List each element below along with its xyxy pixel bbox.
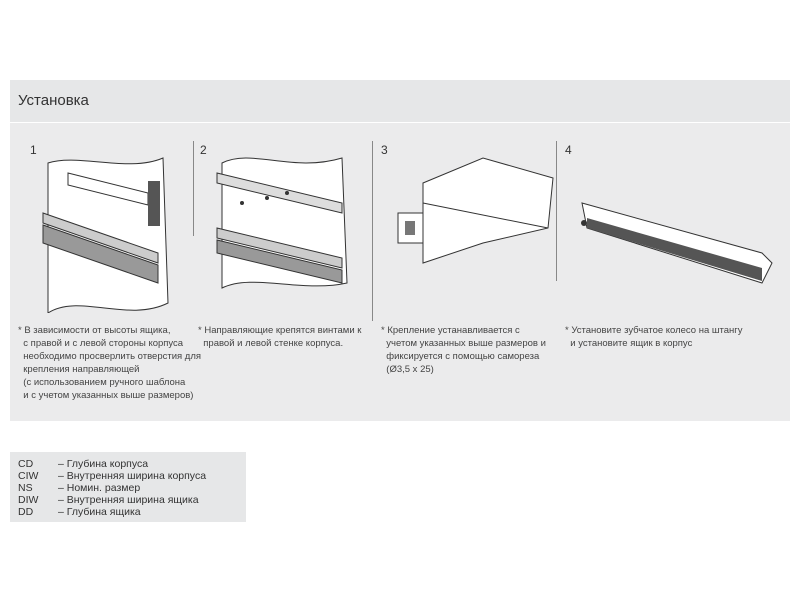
legend-code: CD xyxy=(18,458,34,470)
step-note: * Установите зубчатое колесо на штангу и… xyxy=(565,325,743,349)
step-number: 1 xyxy=(30,143,37,157)
legend-text: – Внутренняя ширина ящика xyxy=(58,494,199,506)
step-3: 3 * Крепление устанавливается с учетом у… xyxy=(373,123,556,421)
legend-text: – Глубина ящика xyxy=(58,506,141,518)
step-4: 4 * Установите зубчатое колесо на штангу… xyxy=(557,123,790,421)
legend-text: – Глубина корпуса xyxy=(58,458,149,470)
step-number: 2 xyxy=(200,143,207,157)
abbreviation-legend: CD – Глубина корпуса CIW – Внутренняя ши… xyxy=(10,452,246,522)
step-number: 4 xyxy=(565,143,572,157)
legend-code: DD xyxy=(18,506,34,518)
legend-text: – Внутренняя ширина корпуса xyxy=(58,470,207,482)
divider xyxy=(556,141,557,281)
insert-drawer-illustration xyxy=(581,202,773,284)
step-2: 2 * Направляющие крепятся винтами к прав… xyxy=(194,123,372,421)
section-title: Установка xyxy=(18,92,89,109)
bracket-mounting-illustration xyxy=(397,157,554,264)
legend-code: CIW xyxy=(18,470,39,482)
step-note: * В зависимости от высоты ящика, с право… xyxy=(18,325,202,401)
drill-holes-illustration xyxy=(42,157,169,313)
step-number: 3 xyxy=(381,143,388,157)
installation-steps-panel: 1 * В зависимости от высоты ящика, с пра… xyxy=(10,123,790,421)
step-note: * Крепление устанавливается с учетом ука… xyxy=(381,325,546,375)
step-note: * Направляющие крепятся винтами к правой… xyxy=(198,325,362,349)
section-header: Установка xyxy=(10,80,790,123)
step-1: 1 * В зависимости от высоты ящика, с пра… xyxy=(10,123,201,421)
legend-code: NS xyxy=(18,482,33,494)
screw-rails-illustration xyxy=(216,157,348,289)
divider xyxy=(372,141,373,321)
legend-text: – Номин. размер xyxy=(58,482,141,494)
legend-code: DIW xyxy=(18,494,39,506)
divider xyxy=(193,141,194,236)
